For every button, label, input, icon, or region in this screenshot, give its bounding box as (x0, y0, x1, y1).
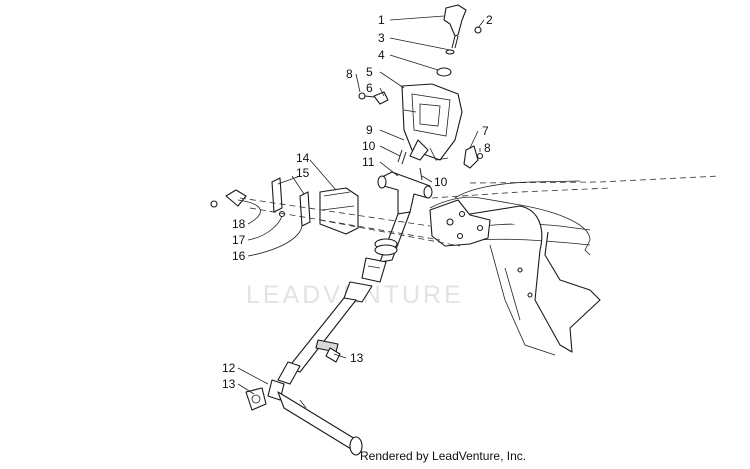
callout-5: 5 (366, 65, 373, 79)
callout-8-right: 8 (484, 141, 491, 155)
part-3-spacer (445, 49, 455, 55)
part-7-clip (463, 145, 479, 169)
part-5-bracket (401, 83, 463, 161)
callout-14: 14 (296, 151, 310, 165)
callout-11: 11 (362, 155, 375, 169)
part-4-ring (436, 67, 452, 77)
callout-10-right: 10 (434, 175, 448, 189)
callout-16: 16 (232, 249, 246, 263)
part-18-clip (225, 189, 247, 207)
callout-15: 15 (296, 166, 310, 180)
callout-1: 1 (378, 13, 385, 27)
leader-lines (237, 15, 485, 395)
part-14-guard (319, 187, 359, 235)
frame (429, 175, 721, 356)
callout-4: 4 (378, 48, 385, 62)
part-1-lever (443, 4, 467, 37)
callout-6: 6 (366, 81, 373, 95)
callout-9: 9 (366, 123, 373, 137)
callout-10-left: 10 (362, 139, 376, 153)
callout-18: 18 (232, 217, 246, 231)
footer-credit: Rendered by LeadVenture, Inc. (360, 449, 527, 463)
tie-rod (277, 391, 361, 453)
lower-shaft (287, 297, 357, 373)
callout-13-right: 13 (350, 351, 364, 365)
callout-13-left: 13 (222, 377, 236, 391)
part-6-clip (373, 91, 389, 105)
part-12-nut (245, 387, 267, 411)
callout-7: 7 (482, 124, 489, 138)
callout-2: 2 (486, 13, 493, 27)
callout-8-upper: 8 (346, 67, 353, 81)
callout-17: 17 (232, 233, 246, 247)
callout-12: 12 (222, 361, 236, 375)
part-2-screw (474, 26, 482, 34)
part-15-plate (271, 177, 283, 213)
u-joint-upper (361, 257, 387, 283)
callout-3: 3 (378, 31, 385, 45)
part-11-tshaft (379, 171, 431, 215)
